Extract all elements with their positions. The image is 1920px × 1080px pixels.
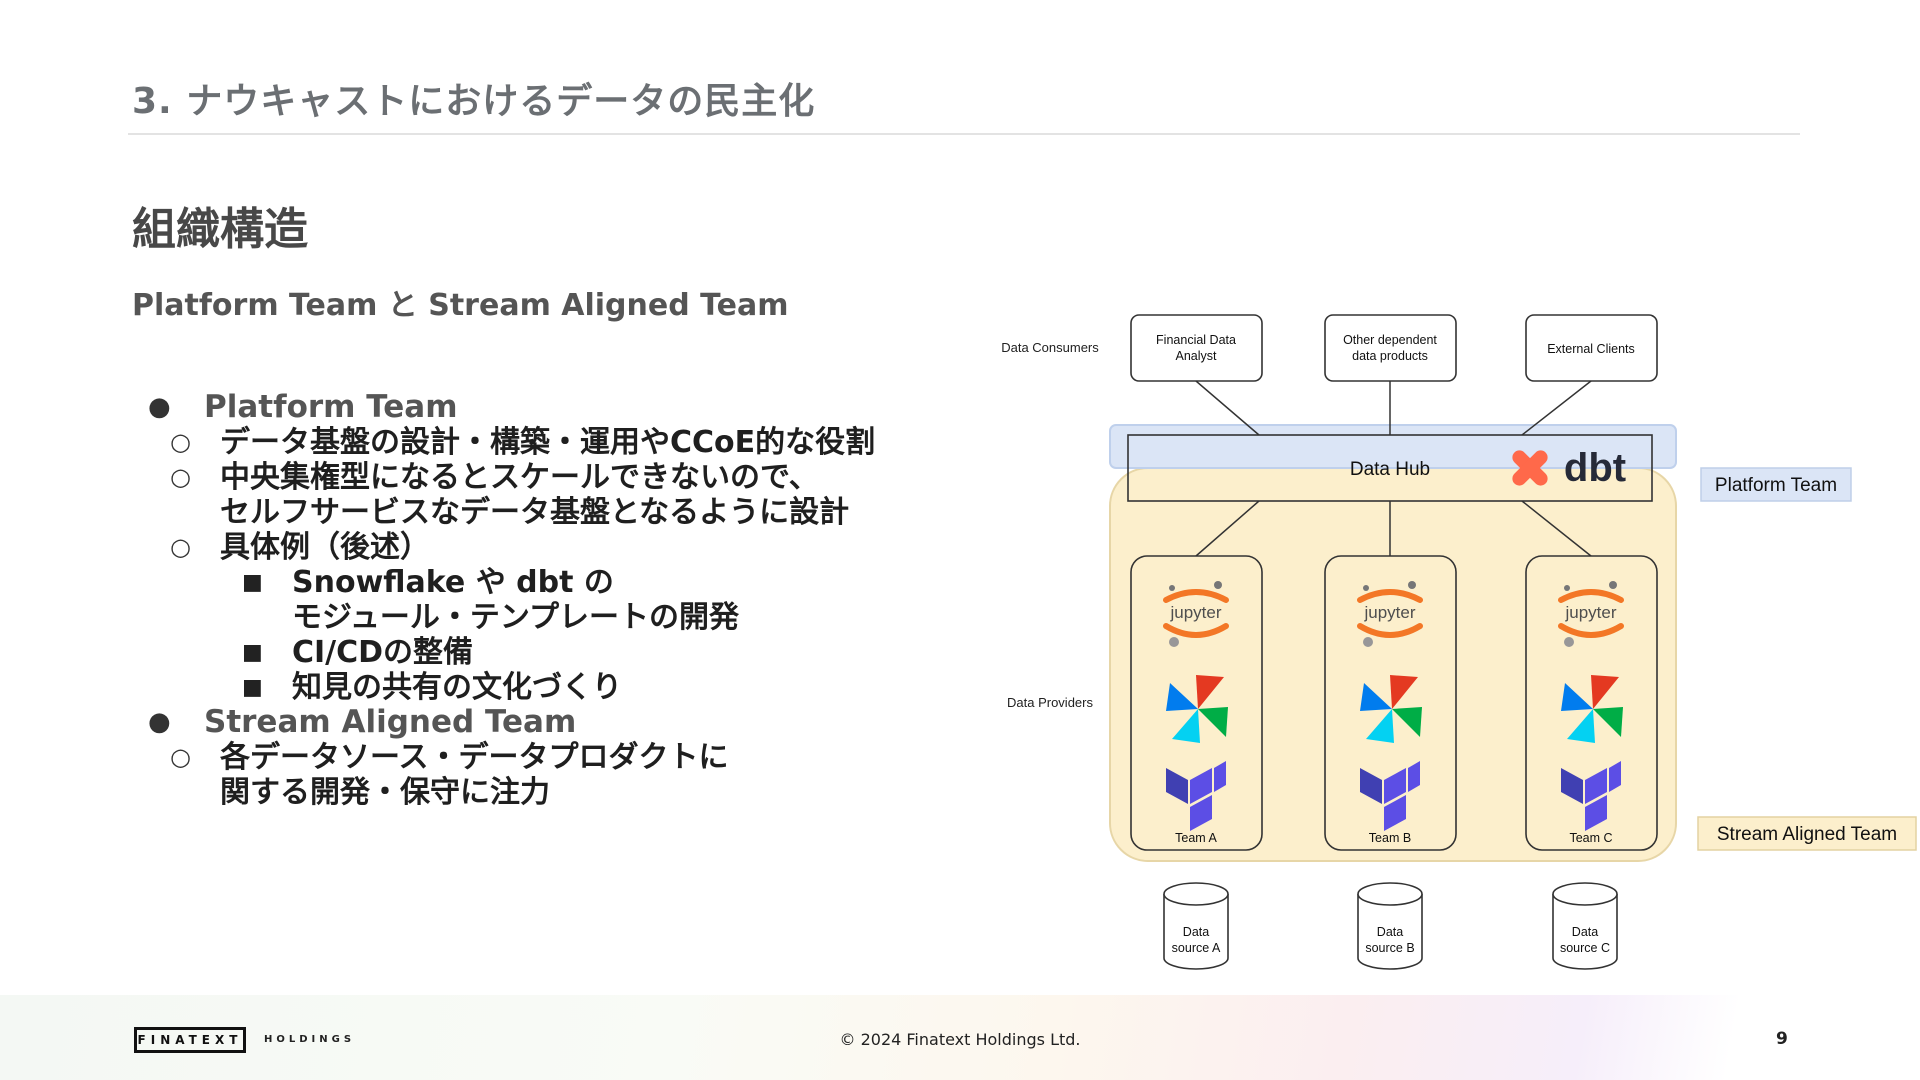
connector-lines <box>1195 380 1592 557</box>
section-title: 3. ナウキャストにおけるデータの民主化 <box>132 81 816 122</box>
data-consumers-label: Data Consumers <box>1001 340 1099 355</box>
team-label: Team B <box>1369 831 1411 845</box>
sub-bullet-text: 関する開発・保守に注力 <box>220 775 550 810</box>
data-source-label: source C <box>1560 941 1610 955</box>
platform-team-tag-label: Platform Team <box>1715 475 1837 496</box>
bullet-label: Platform Team <box>204 389 458 425</box>
sub-bullet-text: 中央集権型になるとスケールできないので、 <box>220 460 819 495</box>
example-bullet: ■ 知見の共有の文化づくり <box>220 670 998 705</box>
sub-bullet-text: 各データソース・データプロダクトに <box>220 740 729 775</box>
data-source-label: Data <box>1572 925 1598 939</box>
data-source-label: source B <box>1365 941 1414 955</box>
consumer-label: data products <box>1352 349 1428 363</box>
bullet-square-icon: ■ <box>242 675 263 700</box>
dbt-logo: dbt <box>1512 446 1626 490</box>
sub-bullet-text: データ基盤の設計・構築・運用やCCoE的な役割 <box>220 425 876 460</box>
slide-heading: 組織構造 <box>132 204 308 255</box>
bullet-square-icon: ■ <box>242 570 263 595</box>
slide-subheading: Platform Team と Stream Aligned Team <box>132 288 789 323</box>
platform-team-tag: Platform Team <box>1700 467 1852 502</box>
jupyter-text: jupyter <box>1363 603 1415 622</box>
example-text: Snowflake や dbt の <box>292 565 614 600</box>
logo-holdings-text: HOLDINGS <box>264 1034 356 1045</box>
bullet-disc-icon: ● <box>148 707 171 737</box>
example-bullet: ■ Snowflake や dbt の モジュール・テンプレートの開発 <box>220 565 998 635</box>
team-label: Team A <box>1175 831 1217 845</box>
consumer-box: External Clients <box>1525 314 1658 382</box>
consumer-label: External Clients <box>1547 342 1635 356</box>
data-source-label: source A <box>1172 941 1221 955</box>
data-source-label: Data <box>1377 925 1403 939</box>
bullet-circle-icon: ○ <box>170 463 191 491</box>
consumer-label: Other dependent <box>1343 333 1437 347</box>
page-number: 9 <box>1776 1029 1788 1049</box>
dbt-logo-text: dbt <box>1564 446 1626 490</box>
consumer-label: Financial Data <box>1156 333 1236 347</box>
data-source-cylinder: Data source A <box>1163 882 1229 970</box>
consumer-box: Other dependent data products <box>1324 314 1457 382</box>
sub-bullet: ○ 各データソース・データプロダクトに 関する開発・保守に注力 <box>148 740 998 810</box>
example-text: CI/CDの整備 <box>292 635 474 670</box>
stream-team-tag-label: Stream Aligned Team <box>1717 824 1897 845</box>
sub-bullet-text: 具体例（後述） <box>220 530 430 565</box>
bullet-circle-icon: ○ <box>170 533 191 561</box>
consumer-label: Analyst <box>1176 349 1218 363</box>
bullet-label: Stream Aligned Team <box>204 704 577 740</box>
bullet-circle-icon: ○ <box>170 743 191 771</box>
sub-bullet: ○ 具体例（後述） ■ Snowflake や dbt の モジュール・テンプレ… <box>148 530 998 705</box>
sub-bullet-text: セルフサービスなデータ基盤となるように設計 <box>220 495 850 530</box>
footer-band <box>0 995 1920 1080</box>
jupyter-text: jupyter <box>1564 603 1616 622</box>
bullet-circle-icon: ○ <box>170 428 191 456</box>
team-panel: jupyter Team C <box>1525 555 1658 851</box>
bullet-disc-icon: ● <box>148 392 171 422</box>
bullet-stream-team: ● Stream Aligned Team <box>148 705 998 740</box>
sub-bullet: ○ 中央集権型になるとスケールできないので、 セルフサービスなデータ基盤となるよ… <box>148 460 998 530</box>
finatext-logo: FINATEXT <box>134 1027 246 1053</box>
example-text: 知見の共有の文化づくり <box>292 670 622 705</box>
team-panel: jupyter Team B <box>1324 555 1457 851</box>
bullet-list: ● Platform Team ○ データ基盤の設計・構築・運用やCCoE的な役… <box>148 390 998 811</box>
bullet-platform-team: ● Platform Team <box>148 390 998 425</box>
consumer-box: Financial Data Analyst <box>1130 314 1263 382</box>
data-source-cylinder: Data source B <box>1357 882 1423 970</box>
data-hub-label: Data Hub <box>1350 459 1430 480</box>
stream-team-area <box>1109 467 1677 862</box>
example-bullet: ■ CI/CDの整備 <box>220 635 998 670</box>
data-source-cylinder: Data source C <box>1552 882 1618 970</box>
stream-team-tag: Stream Aligned Team <box>1697 816 1917 851</box>
jupyter-text: jupyter <box>1169 603 1221 622</box>
team-label: Team C <box>1569 831 1612 845</box>
example-text: モジュール・テンプレートの開発 <box>292 600 739 635</box>
data-source-label: Data <box>1183 925 1209 939</box>
copyright-text: © 2024 Finatext Holdings Ltd. <box>839 1030 1081 1049</box>
team-panel: jupyter Team A <box>1130 555 1263 851</box>
sub-bullet: ○ データ基盤の設計・構築・運用やCCoE的な役割 <box>148 425 998 460</box>
architecture-diagram: Data Consumers Data Providers Data Hub d… <box>1001 314 1917 970</box>
title-divider <box>128 133 1800 135</box>
bullet-square-icon: ■ <box>242 640 263 665</box>
data-providers-label: Data Providers <box>1007 695 1093 710</box>
